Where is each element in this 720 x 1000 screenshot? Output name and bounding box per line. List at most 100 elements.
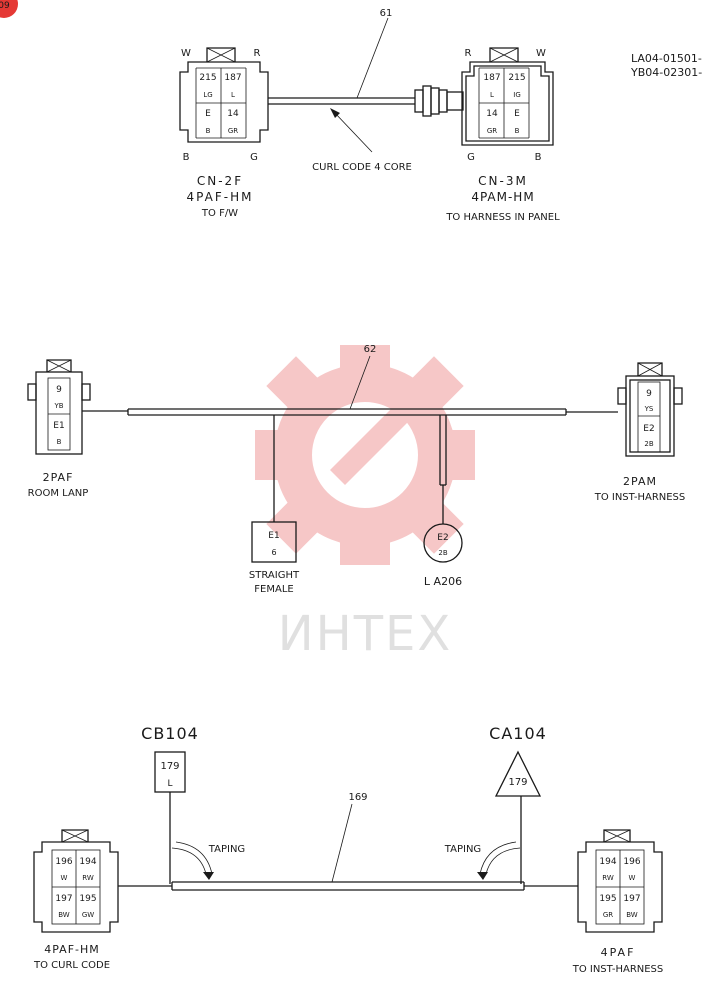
pin-num: 194 — [79, 857, 96, 867]
pin-num: 9 — [56, 385, 62, 395]
terminal-ca104: CA104 179 — [489, 724, 546, 884]
corner-label: R — [465, 48, 472, 59]
doc-ref-2: YB04-02301- — [630, 66, 702, 79]
branch-la206: E2 2B L A206 — [423, 523, 463, 588]
corner-label: W — [181, 48, 191, 59]
pin-num: 187 — [224, 73, 241, 83]
pin-color: B — [206, 127, 211, 135]
connector-dest: TO F/W — [201, 208, 238, 219]
connector-dest: TO CURL CODE — [33, 960, 110, 971]
connector-2paf-room-lanp: 9 YB E1 B 2PAF ROOM LANP — [27, 359, 91, 499]
pin-num: 14 — [227, 109, 239, 119]
watermark-text: ИНТЕХ — [278, 606, 453, 662]
wire-61: 61 CURL CODE 4 CORE — [268, 8, 415, 173]
connector-name: CN-2F — [197, 174, 243, 188]
pin-color: GR — [603, 911, 613, 919]
pin-num: 195 — [599, 894, 616, 904]
connector-2pam-inst-harness: 9 YS E2 2B 2PAM TO INST-HARNESS — [594, 362, 686, 503]
pin-color: 6 — [271, 548, 276, 557]
corner-label: G — [250, 152, 258, 163]
wire-169: 169 — [118, 792, 578, 891]
pin-num: 179 — [160, 761, 179, 772]
taping-right: TAPING — [444, 841, 521, 880]
doc-ref-1: LA04-01501- — [631, 52, 702, 65]
connector-4paf-hm-curl-code: 196 W 194 RW 197 BW 195 GW 4PAF-HM TO CU… — [33, 829, 119, 971]
pin-color: YB — [53, 402, 63, 410]
connector-type: 2PAM — [623, 475, 657, 488]
pin-color: GR — [487, 127, 497, 135]
connector-type: 4PAF-HM — [187, 190, 254, 204]
pin-num: E1 — [53, 421, 64, 431]
pin-color: RW — [82, 874, 94, 882]
pin-num: 195 — [79, 894, 96, 904]
pin-color: 2B — [644, 440, 653, 448]
wire-number: 169 — [348, 792, 367, 803]
terminal-cb104: CB104 179 L — [141, 724, 199, 884]
corner-label: W — [536, 48, 546, 59]
wire-label: CURL CODE 4 CORE — [312, 162, 412, 173]
pin-num: 179 — [508, 777, 527, 788]
pin-color: BW — [58, 911, 70, 919]
pin-color: GR — [228, 127, 238, 135]
taping-label: TAPING — [444, 844, 481, 855]
pin-num: 197 — [55, 894, 72, 904]
pin-color: L — [167, 779, 172, 789]
diagram-3: CB104 179 L CA104 179 169 — [33, 724, 663, 975]
pin-num: 187 — [483, 73, 500, 83]
taping-left: TAPING — [171, 841, 245, 880]
pin-num: 9 — [646, 389, 652, 399]
pin-color: B — [515, 127, 520, 135]
branch-label-2: FEMALE — [254, 584, 293, 595]
pin-color: B — [57, 438, 62, 446]
connector-type: 4PAM-HM — [471, 190, 534, 204]
taping-label: TAPING — [208, 844, 245, 855]
pin-num: 14 — [486, 109, 498, 119]
watermark-gear-logo — [255, 345, 475, 565]
pin-num: E2 — [437, 533, 448, 543]
connector-type: 2PAF — [43, 471, 74, 484]
watermark: ИНТЕХ — [255, 345, 475, 662]
pin-color: 2B — [438, 549, 447, 557]
connector-dest: TO INST-HARNESS — [572, 964, 664, 975]
connector-cn-3m: 187 L 215 IG 14 GR E B R W G B CN-3M 4PA… — [445, 47, 560, 223]
wire-62: 62 — [82, 344, 618, 524]
corner-label: R — [254, 48, 261, 59]
page-corner-badge: 09 — [0, 0, 18, 18]
pin-num: 196 — [55, 857, 72, 867]
connector-dest: ROOM LANP — [28, 488, 89, 499]
plug-grommet — [414, 85, 464, 117]
pin-num: 215 — [199, 73, 216, 83]
connector-name: CN-3M — [478, 174, 528, 188]
diagram-1: 215 LG 187 L E B 14 GR W R B G CN-2F 4PA… — [179, 8, 560, 223]
connector-dest: TO INST-HARNESS — [594, 492, 686, 503]
pin-color: RW — [602, 874, 614, 882]
branch-straight-female: E1 6 STRAIGHT FEMALE — [249, 521, 300, 595]
pin-num: E2 — [643, 424, 654, 434]
corner-label: B — [535, 152, 542, 163]
terminal-name: CB104 — [141, 724, 199, 743]
pin-color: GW — [82, 911, 94, 919]
wire-number: 62 — [364, 344, 377, 355]
branch-label: L A206 — [424, 575, 462, 588]
pin-color: IG — [513, 91, 521, 99]
connector-type: 4PAF — [601, 946, 636, 959]
pin-color: L — [490, 91, 494, 99]
svg-text:09: 09 — [0, 1, 10, 11]
diagram-2: 9 YB E1 B 2PAF ROOM LANP 62 — [27, 344, 686, 595]
corner-label: G — [467, 152, 475, 163]
branch-label-1: STRAIGHT — [249, 570, 300, 581]
pin-color: W — [61, 874, 68, 882]
connector-cn-2f: 215 LG 187 L E B 14 GR W R B G CN-2F 4PA… — [179, 47, 269, 219]
pin-num: 194 — [599, 857, 616, 867]
connector-dest: TO HARNESS IN PANEL — [445, 212, 560, 223]
pin-num: E — [514, 109, 520, 119]
pin-num: 196 — [623, 857, 640, 867]
pin-num: 215 — [508, 73, 525, 83]
connector-type: 4PAF-HM — [44, 943, 100, 956]
pin-color: YS — [644, 405, 654, 413]
pin-num: E — [205, 109, 211, 119]
pin-color: W — [629, 874, 636, 882]
corner-label: B — [183, 152, 190, 163]
pin-num: 197 — [623, 894, 640, 904]
